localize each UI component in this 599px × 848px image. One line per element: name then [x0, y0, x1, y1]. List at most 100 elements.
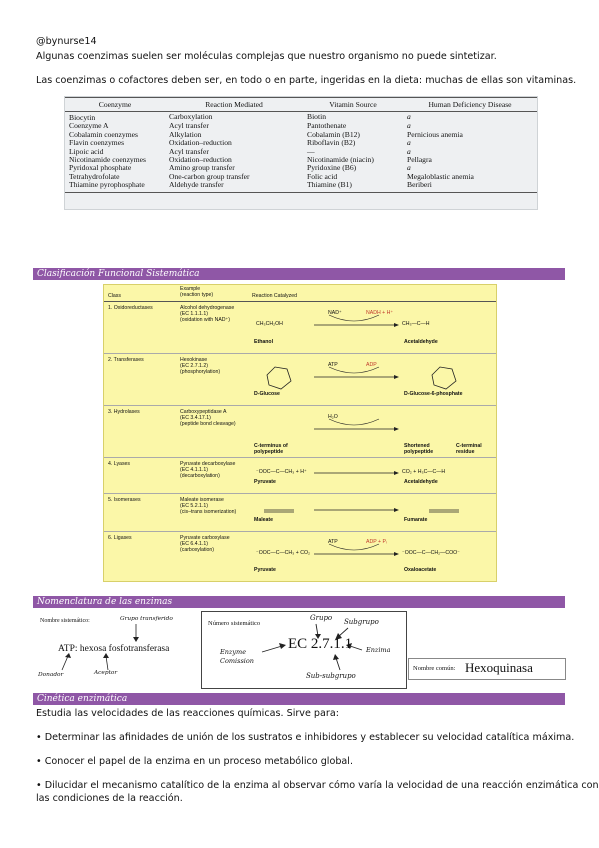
substrate-name: Ethanol — [254, 339, 274, 345]
table-cell: a — [407, 112, 411, 121]
acceptor-label: Aceptor — [94, 670, 118, 676]
table-cell: Thiamine pyrophosphate — [65, 181, 165, 193]
nomenclature-arrows — [61, 624, 139, 671]
systematic-name: ATP: hexosa fosfotransferasa — [58, 644, 170, 654]
table-cell: Thiamine (B1) — [303, 181, 403, 193]
subgroup-label: Subgrupo — [344, 618, 379, 626]
substrate-name: D-Glucose — [254, 391, 280, 397]
table-row: Biocytin Carboxylation Biotin a — [65, 112, 537, 123]
substrate-name: Pyruvate — [254, 479, 276, 485]
substrate-formula: ⁻OOC—C—CH₃ + H⁺ — [256, 469, 307, 475]
reaction-diagram — [266, 366, 457, 390]
classification-row: 1. Oxidoreductases Alcohol dehydrogenase … — [104, 301, 496, 354]
product-name: D-Glucose-6-phosphate — [404, 391, 463, 397]
table-cell: Lipoic acid — [69, 146, 104, 156]
product-name: Oxaloacetate — [404, 567, 437, 573]
enzyme-example: Carboxypeptidase A (EC 3.4.17.1) (peptid… — [180, 409, 236, 427]
table-cell: Pyridoxal phosphate — [69, 163, 132, 173]
table-cell: Alkylation — [169, 129, 202, 139]
common-name-label: Nombre común: — [413, 665, 456, 672]
coenzyme-table: Coenzyme Reaction Mediated Vitamin Sourc… — [64, 96, 538, 210]
enzyme-class: 5. Isomerases — [108, 497, 141, 503]
table-cell: Megaloblastic anemia — [407, 171, 474, 181]
table-header-row: Coenzyme Reaction Mediated Vitamin Sourc… — [65, 97, 537, 112]
table-cell: Acyl transfer — [169, 146, 209, 156]
table-cell: Aldehyde transfer — [165, 181, 303, 193]
product2-name: C-terminal residue — [456, 443, 482, 455]
group-transferred-label: Grupo transferido — [120, 616, 173, 622]
enzyme-example: Alcohol dehydrogenase (EC 1.1.1.1) (oxid… — [180, 305, 235, 323]
classification-row: 5. Isomerases Maleate isomerase (EC 5.2.1… — [104, 493, 496, 532]
enzyme-example: Maleate isomerase (EC 5.2.1.1) (cis–tran… — [180, 497, 237, 515]
figure-header-example: Example (reaction type) — [180, 286, 214, 298]
enzyme-example: Hexokinase (EC 2.7.1.2) (phosphorylation… — [180, 357, 221, 375]
table-cell: Acyl transfer — [169, 121, 209, 131]
table-cell: Pernicious anemia — [407, 129, 463, 139]
table-cell: Coenzyme A — [69, 121, 109, 131]
donor-label: Donador — [38, 672, 64, 678]
enzyme-class: 1. Oxidoreductases — [108, 305, 153, 311]
cofactor-in: H₂O — [328, 414, 338, 420]
product-name: Fumarate — [404, 517, 428, 523]
table-cell: Flavin coenzymes — [69, 138, 125, 148]
table-cell: Biotin — [307, 112, 326, 121]
section-bar-nomenclature: Nomenclatura de las enzimas — [33, 596, 565, 608]
reaction-diagram — [314, 543, 399, 556]
product-name: Acetaldehyde — [404, 339, 438, 345]
table-row: Flavin coenzymes Oxidation–reduction Ribof… — [65, 138, 537, 148]
cofactor-in: ATP — [328, 539, 338, 545]
table-row: Cobalamin coenzymes Alkylation Cobalamin (… — [65, 129, 537, 139]
cofactor-in: NAD⁺ — [328, 310, 342, 316]
table-cell: Cobalamin (B12) — [307, 129, 360, 139]
author-handle: @bynurse14 — [36, 36, 97, 47]
cofactor-out: NADH + H⁺ — [366, 310, 394, 316]
cofactor-out: ADP — [366, 362, 377, 368]
table-row: Pyridoxal phosphate Amino group transfer P… — [65, 163, 537, 173]
table-cell: a — [407, 146, 411, 156]
table-cell: Riboflavin (B2) — [307, 138, 356, 148]
classification-row: 6. Ligases Pyruvate carboxylase (EC 6.4.1… — [104, 531, 496, 581]
nomenclature-common-name: Nombre común: Hexoquinasa — [408, 658, 566, 680]
enzyme-example: Pyruvate carboxylase (EC 6.4.1.1) (carbo… — [180, 535, 230, 553]
table-header: Reaction Mediated — [165, 97, 303, 112]
substrate-formula: CH₃CH₂OH — [256, 321, 283, 327]
coenzyme-table-grid: Coenzyme Reaction Mediated Vitamin Sourc… — [65, 97, 537, 193]
table-cell: a — [407, 138, 411, 148]
section-bar-classification: Clasificación Funcional Sistemática — [33, 268, 565, 280]
reaction-diagram — [314, 471, 399, 475]
figure-header-class: Class — [108, 293, 121, 299]
substrate-formula: ⁻OOC—C—CH₃ + CO₂ — [256, 550, 310, 556]
enzyme-class: 4. Lyases — [108, 461, 131, 467]
product-formula: CH₃—C—H — [402, 321, 430, 327]
ec-number: EC 2.7.1.1 — [288, 636, 353, 652]
nomenclature-systematic-name: Nombre sistemático: Grupo transferido AT… — [36, 612, 198, 684]
product-formula: CO₂ + H₃C—C—H — [402, 469, 446, 475]
kinetics-bullet-continued: las condiciones de la reacción. — [36, 793, 183, 804]
table-cell: Biocytin — [69, 113, 96, 122]
systematic-number-label: Número sistemático — [208, 620, 261, 627]
product-formula: ⁻OOC—C—CH₂—COO⁻ — [402, 550, 460, 556]
reaction-diagram — [314, 418, 399, 431]
table-cell: Amino group transfer — [169, 163, 235, 173]
table-cell: Carboxylation — [169, 112, 213, 121]
intro-line-1: Algunas coenzimas suelen ser moléculas c… — [36, 51, 497, 62]
substrate-name: C-terminus of polypeptide — [254, 443, 288, 455]
table-cell: Pyridoxine (B6) — [307, 163, 357, 173]
table-cell: Oxidation–reduction — [169, 138, 232, 148]
section-bar-kinetics: Cinética enzimática — [33, 693, 565, 705]
enzyme-class: 6. Ligases — [108, 535, 132, 541]
table-cell: Cobalamin coenzymes — [69, 129, 138, 139]
table-header: Vitamin Source — [303, 97, 403, 112]
reaction-diagram — [264, 508, 459, 513]
table-header: Coenzyme — [65, 97, 165, 112]
table-cell: Pantothenate — [307, 121, 347, 131]
ec-number-arrows — [261, 623, 363, 671]
common-name: Hexoquinasa — [465, 660, 533, 675]
